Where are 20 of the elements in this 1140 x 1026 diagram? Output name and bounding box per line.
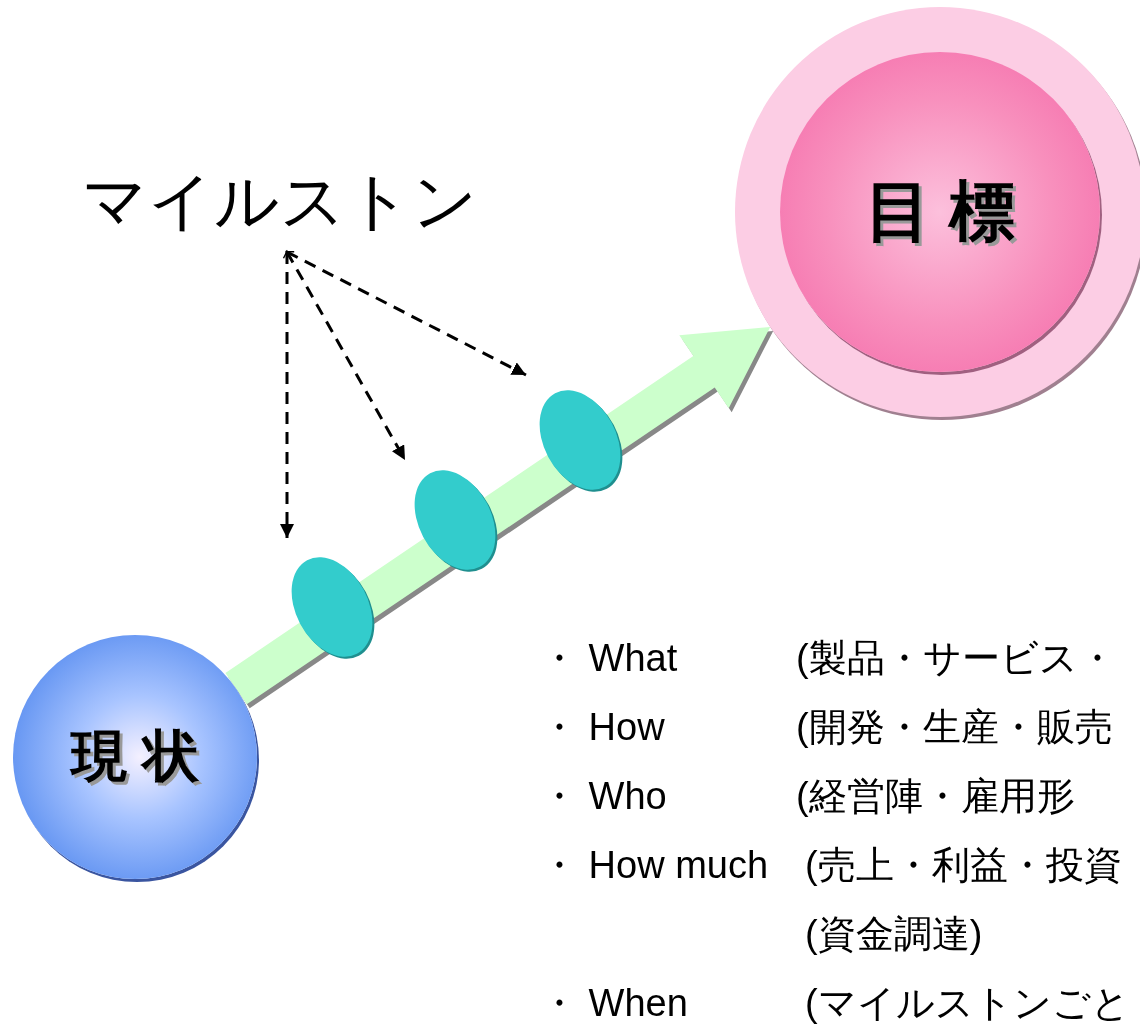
list-note: (マイルストンごと xyxy=(805,981,1130,1025)
milestone-heading: マイルストン xyxy=(82,158,478,244)
list-item: ・ How much xyxy=(540,843,769,887)
dashed-arrow xyxy=(280,250,294,538)
list-note: (製品・サービス・ xyxy=(796,636,1116,680)
milestone-ellipse xyxy=(412,468,498,572)
state-label: 現 状 xyxy=(71,723,199,789)
list-note: (開発・生産・販売 xyxy=(796,705,1113,749)
dashed-arrow xyxy=(285,250,407,461)
list-note: (経営陣・雇用形 xyxy=(796,774,1075,818)
list-item: ・ What xyxy=(540,636,678,680)
list-item: ・ When xyxy=(540,981,688,1025)
milestone-ellipse xyxy=(537,388,623,492)
dashed-arrow xyxy=(285,250,527,377)
milestone-ellipse xyxy=(289,555,375,659)
list-note: (売上・利益・投資 xyxy=(805,843,1122,887)
list-note: (資金調達) xyxy=(805,912,983,956)
list-item: ・ Who xyxy=(540,774,667,818)
goal-label: 目 標 xyxy=(864,173,1016,250)
list-item: ・ How xyxy=(540,705,665,749)
